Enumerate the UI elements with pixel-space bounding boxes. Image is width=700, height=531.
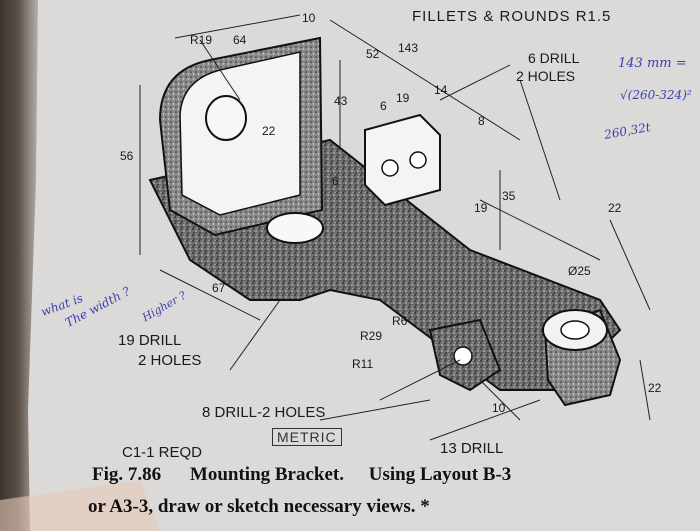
dim-r6: R6 bbox=[392, 314, 408, 328]
lug-block bbox=[364, 113, 441, 207]
dim-r19: R19 bbox=[190, 33, 212, 47]
upright-hole bbox=[205, 95, 247, 141]
dim-6: 6 bbox=[380, 99, 387, 113]
callout-drill6-line2: 2 HOLES bbox=[516, 68, 576, 84]
dim-43: 43 bbox=[334, 94, 348, 108]
dim-8: 8 bbox=[478, 114, 485, 128]
caption-title: Mounting Bracket. bbox=[189, 464, 344, 485]
dim-14: 14 bbox=[434, 83, 448, 97]
callout-drill8: 8 DRILL-2 HOLES bbox=[202, 404, 326, 421]
caption-line-2: or A3-3, draw or sketch necessary views.… bbox=[88, 496, 430, 517]
dim-22c: 22 bbox=[648, 381, 662, 395]
caption-fig-number: Fig. 7.86 bbox=[92, 464, 162, 485]
lug-hole-2 bbox=[409, 151, 427, 169]
dim-10: 10 bbox=[302, 11, 316, 25]
callout-drill19-line1: 19 DRILL bbox=[118, 332, 182, 349]
base-hole-19 bbox=[266, 212, 324, 244]
handwritten-calc-1: 143 mm = bbox=[618, 56, 687, 71]
metric-badge: METRIC bbox=[272, 428, 342, 446]
dimension-lines bbox=[139, 14, 651, 441]
header-title: FILLETS & ROUNDS R1.5 bbox=[412, 8, 612, 25]
dim-67: 67 bbox=[212, 281, 226, 295]
dim-64: 64 bbox=[233, 33, 247, 47]
dim-19a: 19 bbox=[396, 91, 410, 105]
dim-10b: 10 bbox=[492, 401, 506, 415]
lug-hole-1 bbox=[381, 159, 399, 177]
dim-25: Ø25 bbox=[568, 264, 591, 278]
caption-rest: Using Layout B-3 bbox=[368, 464, 512, 485]
dim-r29: R29 bbox=[360, 329, 382, 343]
handwritten-calc-2: √(260-324)² bbox=[620, 88, 692, 102]
dim-52: 52 bbox=[366, 47, 380, 61]
dim-6b: 6 bbox=[332, 174, 339, 188]
dim-22b: 22 bbox=[608, 201, 622, 215]
dim-r11: R11 bbox=[352, 357, 373, 371]
dim-56: 56 bbox=[120, 149, 134, 163]
callout-drill19-line2: 2 HOLES bbox=[138, 352, 202, 369]
dim-35: 35 bbox=[502, 189, 516, 203]
dim-19b: 19 bbox=[474, 201, 488, 215]
paper-shadow bbox=[0, 480, 160, 531]
caption-line-1: Fig. 7.86 Mounting Bracket. Using Layout… bbox=[92, 464, 511, 486]
dim-143: 143 bbox=[398, 41, 418, 55]
dim-22a: 22 bbox=[262, 124, 276, 138]
callout-req: C1-1 REQD bbox=[122, 444, 203, 461]
dimension-labels: R19 64 10 52 143 43 6 19 14 8 56 22 6 Ø2… bbox=[120, 11, 662, 415]
callout-drill13: 13 DRILL bbox=[440, 440, 504, 457]
callout-drill6-line1: 6 DRILL bbox=[528, 50, 580, 66]
ear-hole bbox=[453, 346, 473, 366]
boss-hole bbox=[560, 320, 590, 340]
